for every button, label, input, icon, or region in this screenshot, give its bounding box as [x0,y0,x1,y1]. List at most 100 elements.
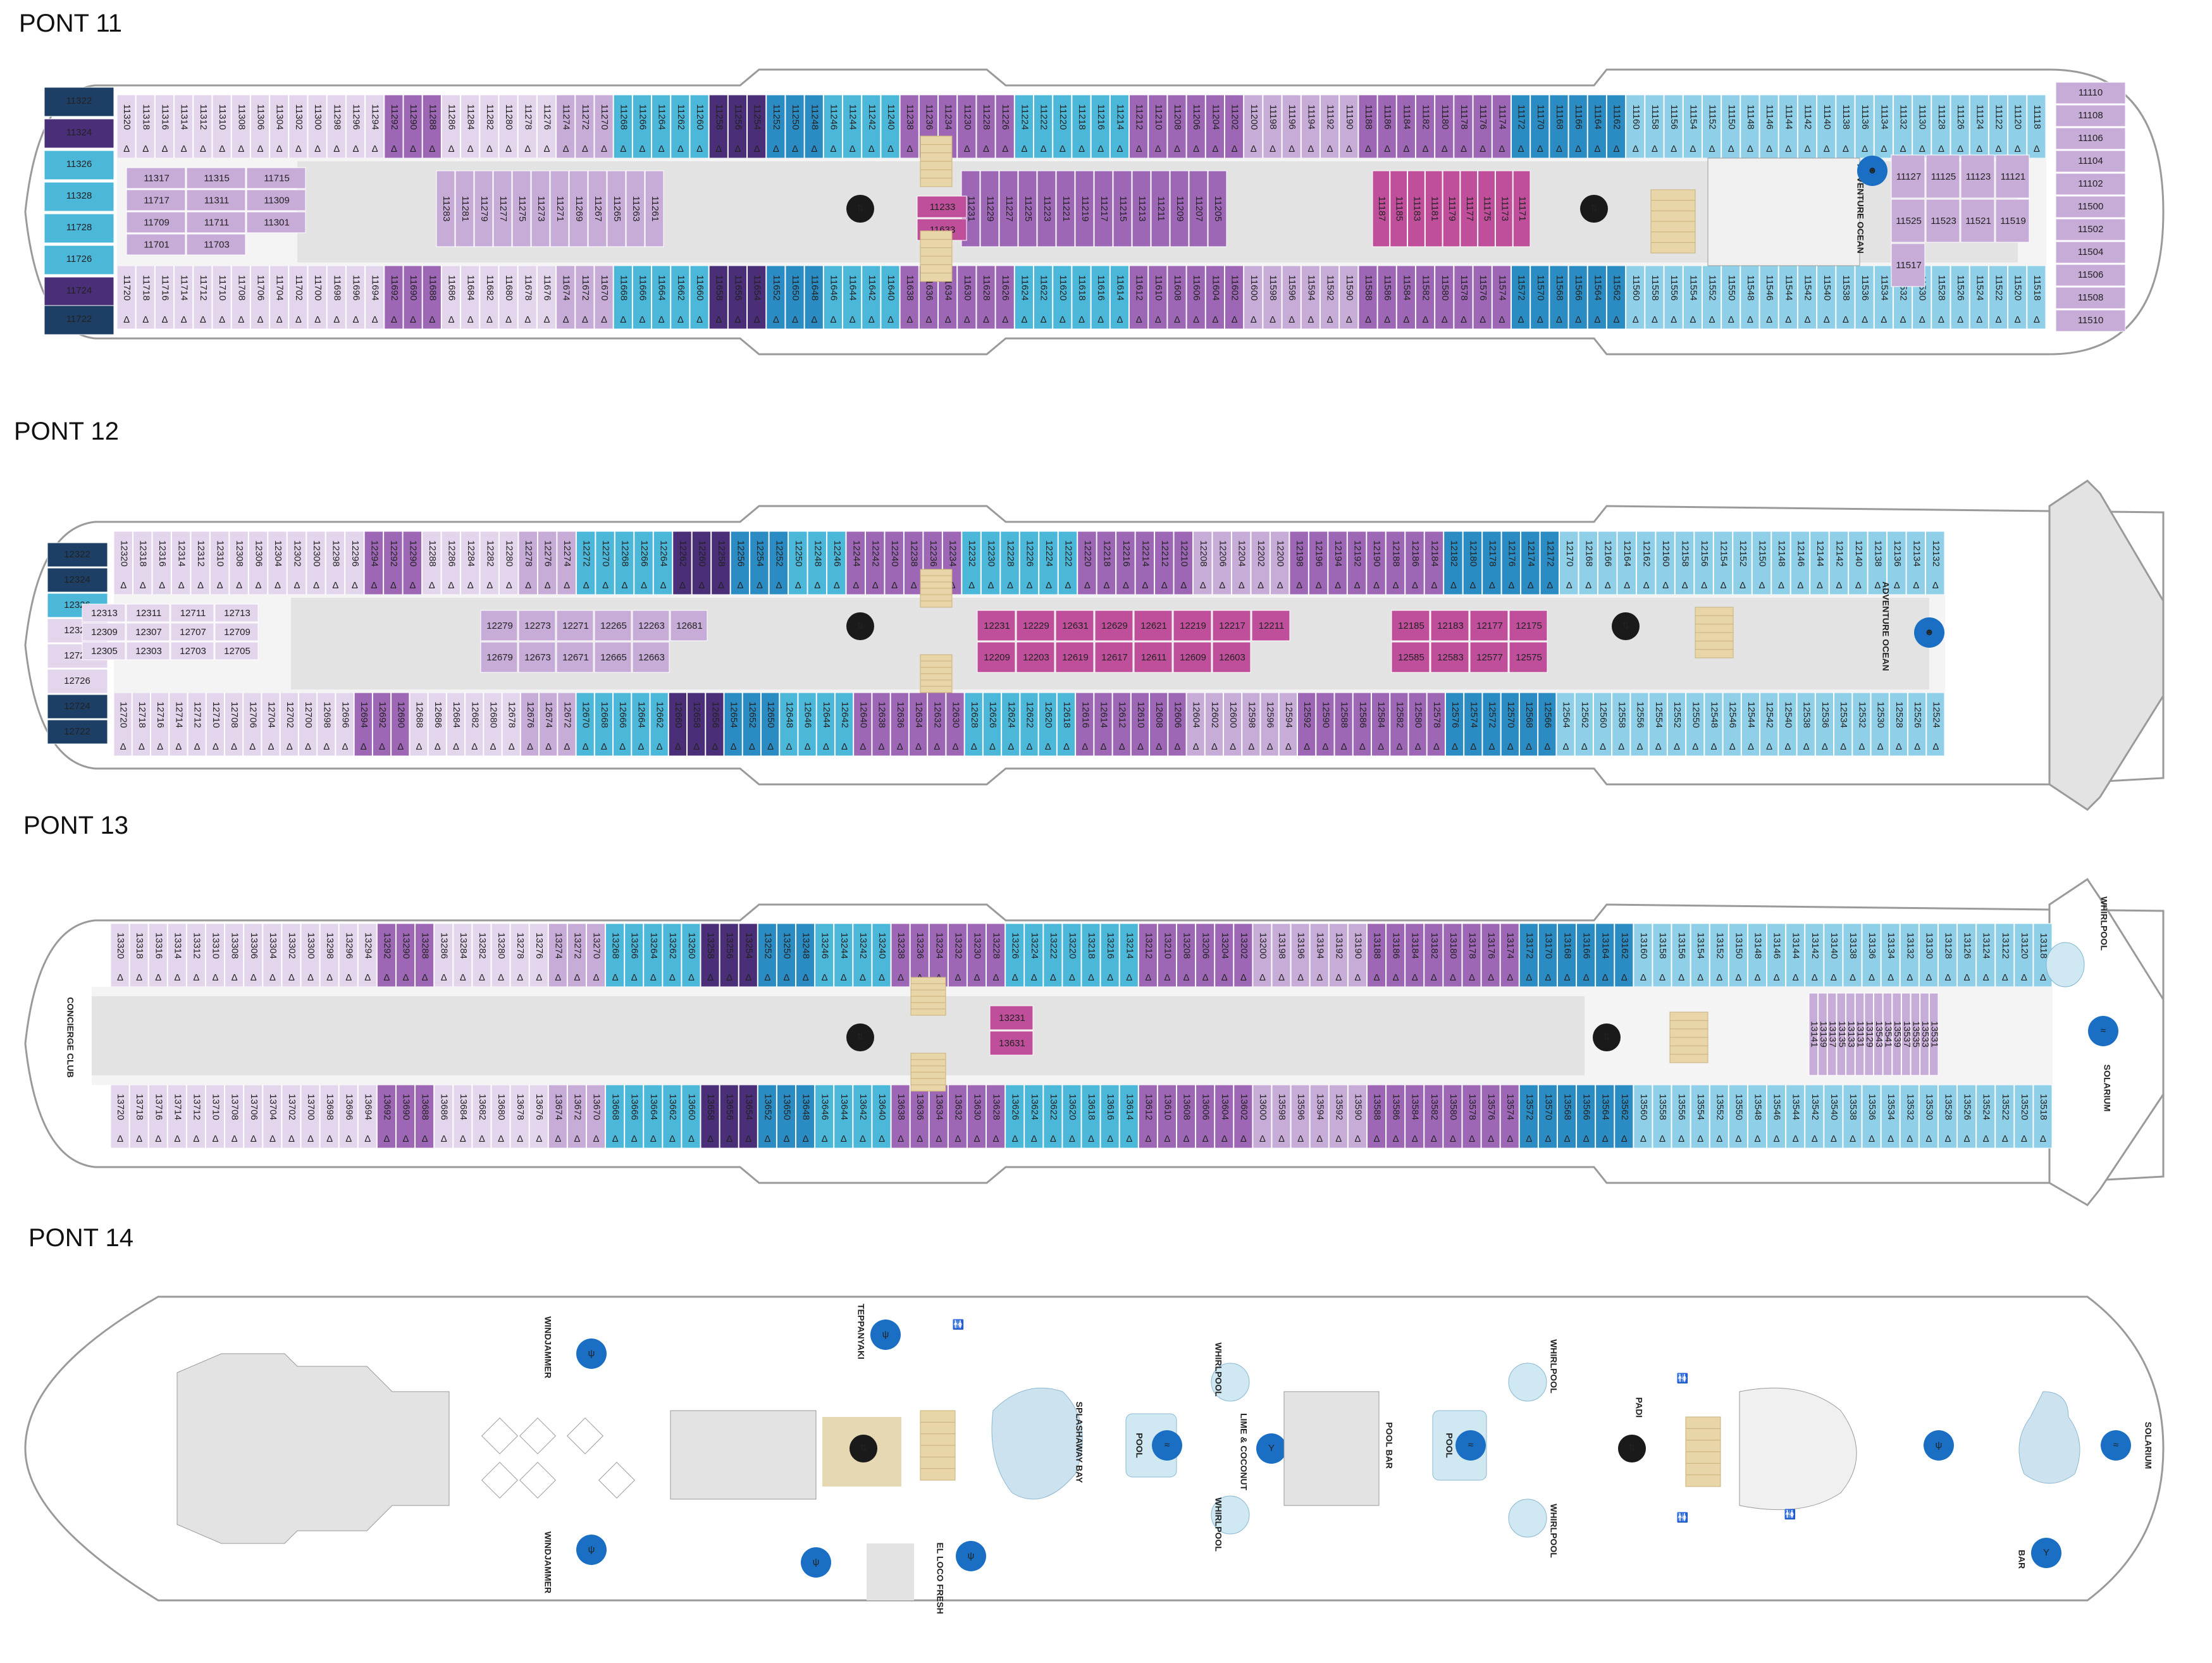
deck-13-fwd-cabin[interactable]: 13533 [1920,992,1931,1076]
stern-cabin[interactable]: 12724 [47,694,108,719]
cabin-cell[interactable] [2055,195,2126,218]
deck-11-aft-cabin[interactable]: 11709 [126,211,186,233]
cabin-cell[interactable] [804,94,824,159]
cabin-cell[interactable] [1091,265,1110,330]
cabin-cell[interactable] [1988,94,2008,159]
cabin-cell[interactable] [550,170,569,247]
bow-cabin[interactable]: 11510 [2055,309,2126,332]
deck-12-block-c-cabin[interactable]: 12185 [1391,610,1430,641]
cabin-cell[interactable] [1094,170,1113,247]
elevator-icon[interactable]: ⇅ [1618,1435,1646,1462]
deck-12-aft-cabin[interactable]: 12307 [126,622,170,641]
cabin-cell[interactable] [47,542,108,567]
cabin-cell[interactable] [517,94,537,159]
cabin-cell[interactable] [1170,170,1189,247]
deck-12-aft-cabin[interactable]: 12703 [170,641,214,660]
deck-12-block-b-cabin[interactable]: 12231 [977,610,1016,641]
cabin-cell[interactable] [823,94,843,159]
deck-11-fwd-cabin[interactable]: 11521 [1960,199,1995,243]
cabin-cell[interactable] [1319,265,1340,330]
cabin-cell[interactable] [1244,265,1263,330]
elevator-icon[interactable]: ⇅ [1580,195,1608,223]
cabin-cell[interactable] [843,94,862,159]
cabin-cell[interactable] [186,211,246,233]
cabin-cell[interactable] [2055,127,2126,150]
cabin-cell[interactable] [2027,94,2046,159]
cabin-cell[interactable] [976,265,996,330]
deck-11-inner-cabin[interactable]: 11275 [512,170,531,247]
cabin-cell[interactable] [403,94,423,159]
cabin-cell[interactable] [2027,265,2046,330]
cabin-cell[interactable] [1339,265,1359,330]
cabin-cell[interactable] [1530,94,1550,159]
cabin-cell[interactable] [1396,94,1416,159]
cabin-cell[interactable] [132,531,152,595]
deck-12-block-b-cabin[interactable]: 12211 [1251,610,1290,641]
deck-13-fwd-cabin[interactable]: 13539 [1892,992,1903,1076]
cabin-cell[interactable] [306,531,326,595]
deck-12-aft-cabin[interactable]: 12713 [214,603,259,622]
cabin-cell[interactable] [474,170,493,247]
cabin-cell[interactable] [269,265,289,330]
cabin-cell[interactable] [1358,265,1378,330]
deck-13-fwd-cabin[interactable]: 13543 [1874,992,1884,1076]
deck-11-inner-cabin[interactable]: 11215 [1113,170,1132,247]
cabin-cell[interactable] [1512,170,1531,247]
cabin-cell[interactable] [995,94,1015,159]
cabin-cell[interactable] [1091,94,1110,159]
